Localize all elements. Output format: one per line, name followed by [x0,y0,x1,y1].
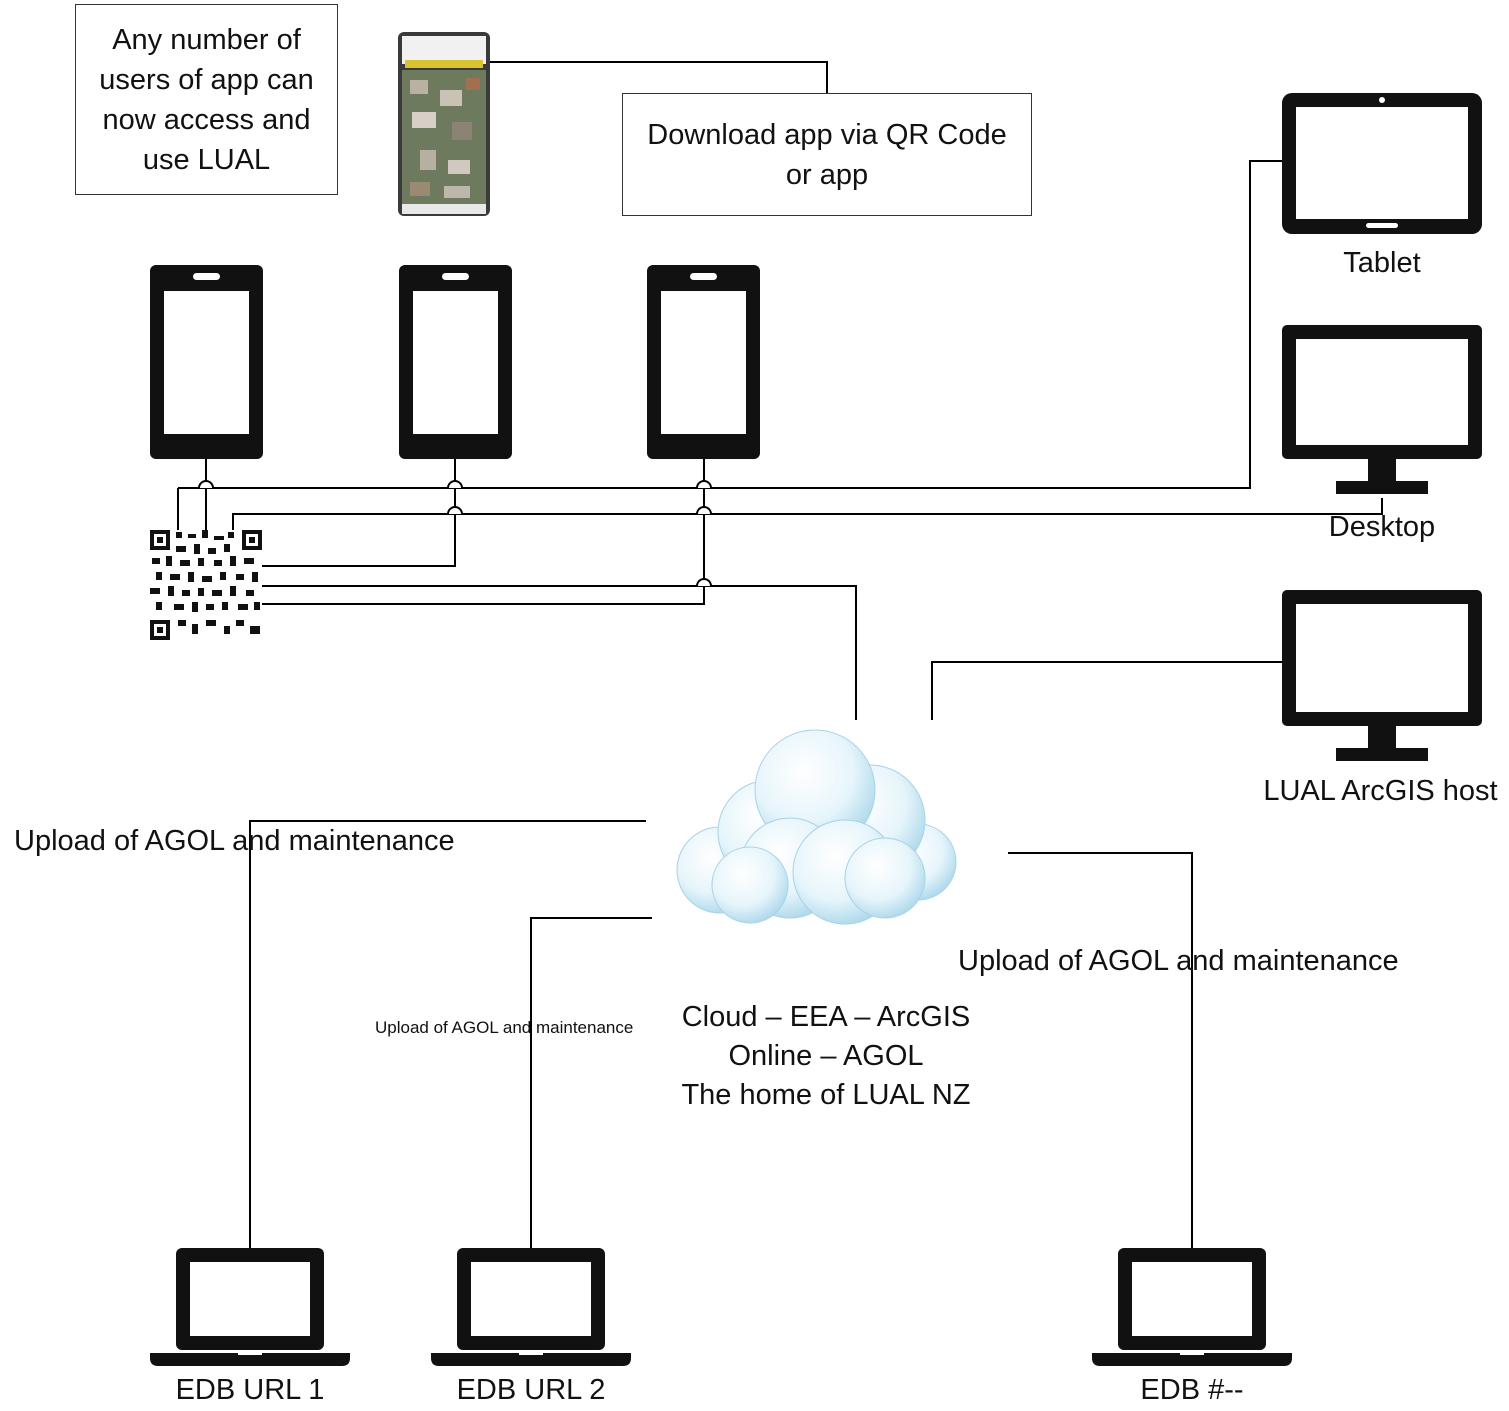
desktop-monitor-icon [1282,325,1482,494]
connector-edb1 [249,820,646,1248]
connector-edb3 [1008,852,1193,1248]
laptop-icon-1 [150,1248,350,1366]
smartphone-icon-3 [647,265,760,459]
qr-code-icon [150,530,262,640]
laptop-icon-3 [1092,1248,1292,1366]
edb-other-label: EDB #-- [1140,1374,1244,1406]
tablet-label: Tablet [1343,247,1421,279]
host-label: LUAL ArcGIS host [1263,775,1498,807]
connector-desktop [232,498,1383,530]
upload-label-right: Upload of AGOL and maintenance [958,945,1399,977]
smartphone-icon-1 [150,265,263,459]
edb-url-2-label: EDB URL 2 [456,1374,606,1406]
download-note-box: Download app via QR Code or app [622,93,1032,216]
smartphone-icon-2 [399,265,512,459]
upload-label-left: Upload of AGOL and maintenance [14,825,455,857]
connector-host-to-cloud [931,661,1282,720]
laptop-icon-2 [431,1248,631,1366]
line-crossing-hops [198,480,712,587]
cloud-label: Cloud – EEA – ArcGIS Online – AGOL The h… [681,1001,971,1111]
users-note-box: Any number of users of app can now acces… [75,4,338,195]
connector-qr-to-cloud [260,585,857,720]
edb-url-1-label: EDB URL 1 [175,1374,325,1406]
host-monitor-icon [1282,590,1482,761]
tablet-icon [1282,93,1482,234]
connector-edb2 [530,917,652,1248]
connector-phone-photo-to-download [490,61,828,94]
connector-tablet [177,160,1282,530]
desktop-label: Desktop [1328,511,1436,543]
connector-phone3 [260,458,705,605]
cloud-icon [676,729,957,925]
upload-label-small: Upload of AGOL and maintenance [375,1018,634,1037]
connector-phone2 [260,458,456,567]
phone-photo-aerial-map [398,32,490,216]
